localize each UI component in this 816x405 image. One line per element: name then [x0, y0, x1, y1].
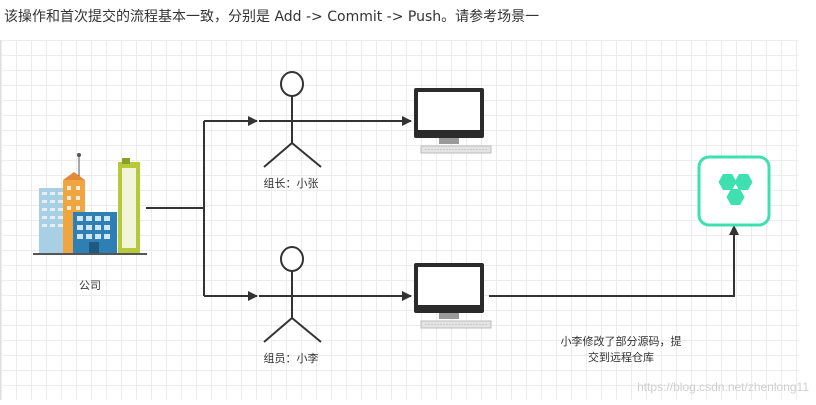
note-line-1: 小李修改了部分源码，提 — [561, 334, 682, 348]
company-label: 公司 — [79, 279, 101, 292]
intro-text: 该操作和首次提交的流程基本一致，分别是 Add -> Commit -> Pus… — [4, 9, 540, 25]
diagram-canvas: 公司 组长：小张 组员：小李 小李修改了部分源码，提 交到远程仓库 https:… — [0, 40, 809, 400]
note-line-2: 交到远程仓库 — [588, 350, 654, 364]
member-label: 组员：小李 — [264, 351, 319, 365]
city-buildings-icon — [33, 153, 147, 255]
desktop-computer-icon — [414, 88, 492, 154]
arrow-pc-to-remote — [489, 225, 739, 297]
desktop-computer-icon — [414, 263, 492, 329]
watermark-text: https://blog.csdn.net/zhenlong11 — [637, 380, 809, 394]
leader-label: 组长：小张 — [264, 176, 319, 190]
connector-lines — [146, 116, 739, 301]
remote-repository-icon — [697, 155, 771, 227]
stick-person-icon — [259, 246, 327, 343]
stick-person-icon — [259, 71, 327, 168]
